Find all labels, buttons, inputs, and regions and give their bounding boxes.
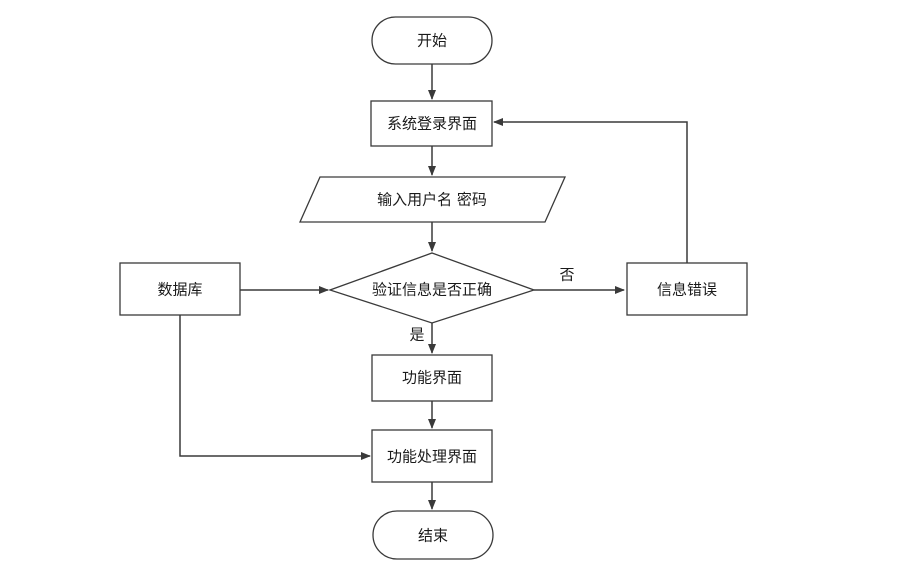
edge-error-login xyxy=(493,118,688,263)
start-node: 开始 xyxy=(371,16,493,65)
edges xyxy=(179,64,688,510)
edge-label-no: 否 xyxy=(559,266,574,284)
database-node: 数据库 xyxy=(119,262,241,316)
process-node: 功能处理界面 xyxy=(371,429,493,483)
verify-node-label: 验证信息是否正确 xyxy=(372,281,492,299)
edge-label-yes: 是 xyxy=(409,326,424,344)
error-node: 信息错误 xyxy=(626,262,748,316)
function-node-label: 功能界面 xyxy=(402,369,462,387)
end-node-label: 结束 xyxy=(418,527,448,545)
login-node-label: 系统登录界面 xyxy=(387,115,477,133)
input-node: 输入用户名 密码 xyxy=(298,176,567,223)
error-node-label: 信息错误 xyxy=(657,281,717,299)
edge-database-process xyxy=(179,315,371,460)
process-node-label: 功能处理界面 xyxy=(387,448,477,466)
function-node: 功能界面 xyxy=(371,354,493,402)
verify-node: 验证信息是否正确 xyxy=(327,252,537,324)
input-node-label: 输入用户名 密码 xyxy=(377,191,487,209)
end-node: 结束 xyxy=(372,510,494,560)
login-node: 系统登录界面 xyxy=(370,100,493,147)
database-node-label: 数据库 xyxy=(157,281,202,299)
start-node-label: 开始 xyxy=(417,32,447,50)
